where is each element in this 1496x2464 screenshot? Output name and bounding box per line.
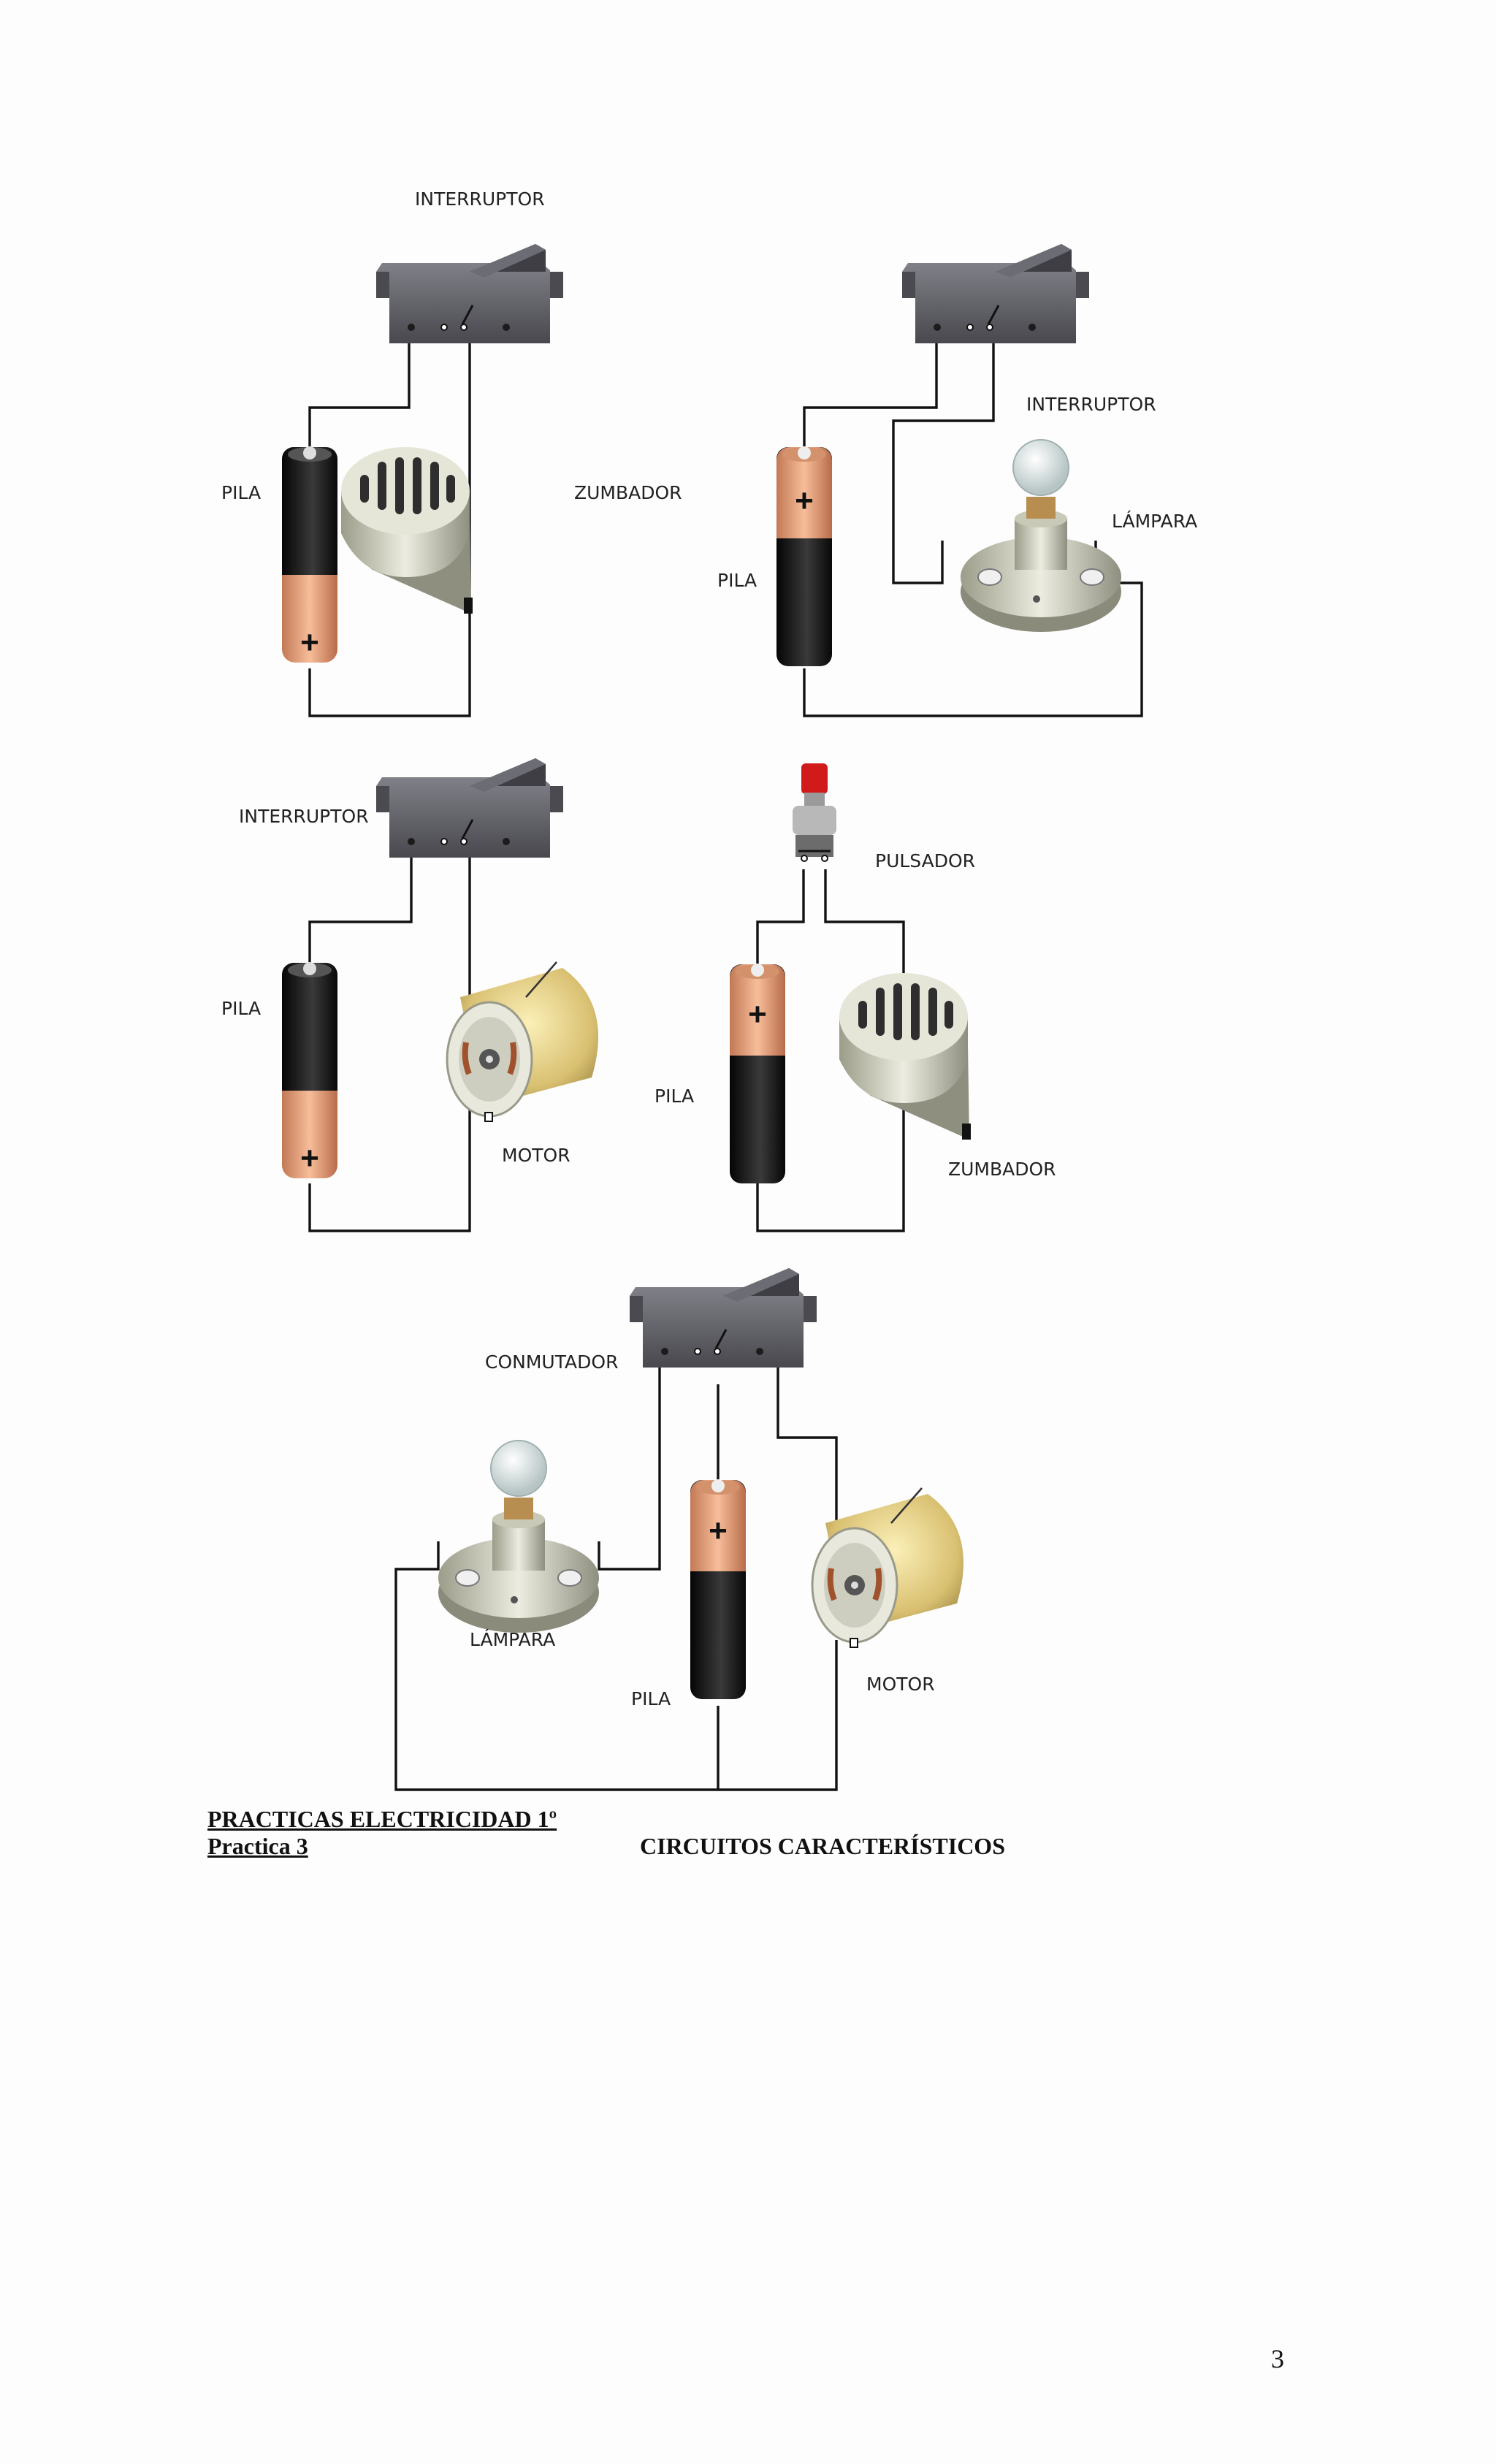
battery-plus-sign: +: [300, 625, 319, 660]
label-interruptor: INTERRUPTOR: [1026, 394, 1156, 415]
page-number: 3: [1271, 2344, 1284, 2373]
circuit-battery-switch-motor: + INTERRUPTOR PILA MOTOR: [221, 757, 598, 1232]
label-interruptor: INTERRUPTOR: [239, 806, 369, 827]
label-motor: MOTOR: [502, 1145, 570, 1166]
label-pila: PILA: [654, 1086, 694, 1107]
circuit-battery-switch-buzzer: + INTERRUPTOR PILA ZUMBADOR: [221, 188, 682, 717]
label-lampara: LÁMPARA: [470, 1629, 555, 1650]
lamp-icon: [438, 1440, 600, 1633]
battery-plus-sign: +: [709, 1513, 728, 1549]
circuit-changeover-lamp-motor: + CONMUTADOR LÁMPARA PILA MOTOR: [394, 1267, 963, 1791]
label-lampara: LÁMPARA: [1112, 511, 1197, 532]
circuit-battery-switch-lamp: + INTERRUPTOR LÁMPARA PILA: [717, 243, 1197, 717]
label-interruptor: INTERRUPTOR: [415, 188, 545, 210]
buzzer-icon: [341, 447, 473, 614]
battery-plus-sign: +: [748, 996, 767, 1032]
label-motor: MOTOR: [866, 1674, 935, 1695]
pushbutton-icon: [791, 762, 838, 863]
label-pulsador: PULSADOR: [875, 850, 975, 871]
switch-icon: [901, 243, 1091, 345]
label-pila: PILA: [221, 998, 261, 1019]
practice-subject: CIRCUITOS CARACTERÍSTICOS: [640, 1833, 1005, 1859]
label-zumbador: ZUMBADOR: [574, 482, 682, 503]
circuit-diagrams: + INTERRUPTOR PILA ZUMBADOR + INTERRUPTO…: [221, 188, 1197, 1791]
document-title: PRACTICAS ELECTRICIDAD 1º: [207, 1806, 557, 1832]
motor-icon: [812, 1488, 963, 1647]
practice-number: Practica 3: [207, 1833, 308, 1859]
label-pila: PILA: [631, 1688, 671, 1709]
lamp-icon: [960, 439, 1122, 633]
label-conmutador: CONMUTADOR: [485, 1351, 618, 1373]
switch-icon: [375, 757, 565, 859]
battery-plus-sign: +: [300, 1140, 319, 1176]
battery-icon: [776, 446, 832, 666]
battery-plus-sign: +: [795, 483, 814, 519]
buzzer-icon: [839, 973, 971, 1140]
changeover-switch-icon: [628, 1267, 818, 1369]
label-zumbador: ZUMBADOR: [948, 1159, 1056, 1180]
circuit-battery-pushbutton-buzzer: + PULSADOR PILA ZUMBADOR: [654, 762, 1056, 1232]
label-pila: PILA: [717, 570, 757, 591]
label-pila: PILA: [221, 482, 261, 503]
switch-icon: [375, 243, 565, 345]
